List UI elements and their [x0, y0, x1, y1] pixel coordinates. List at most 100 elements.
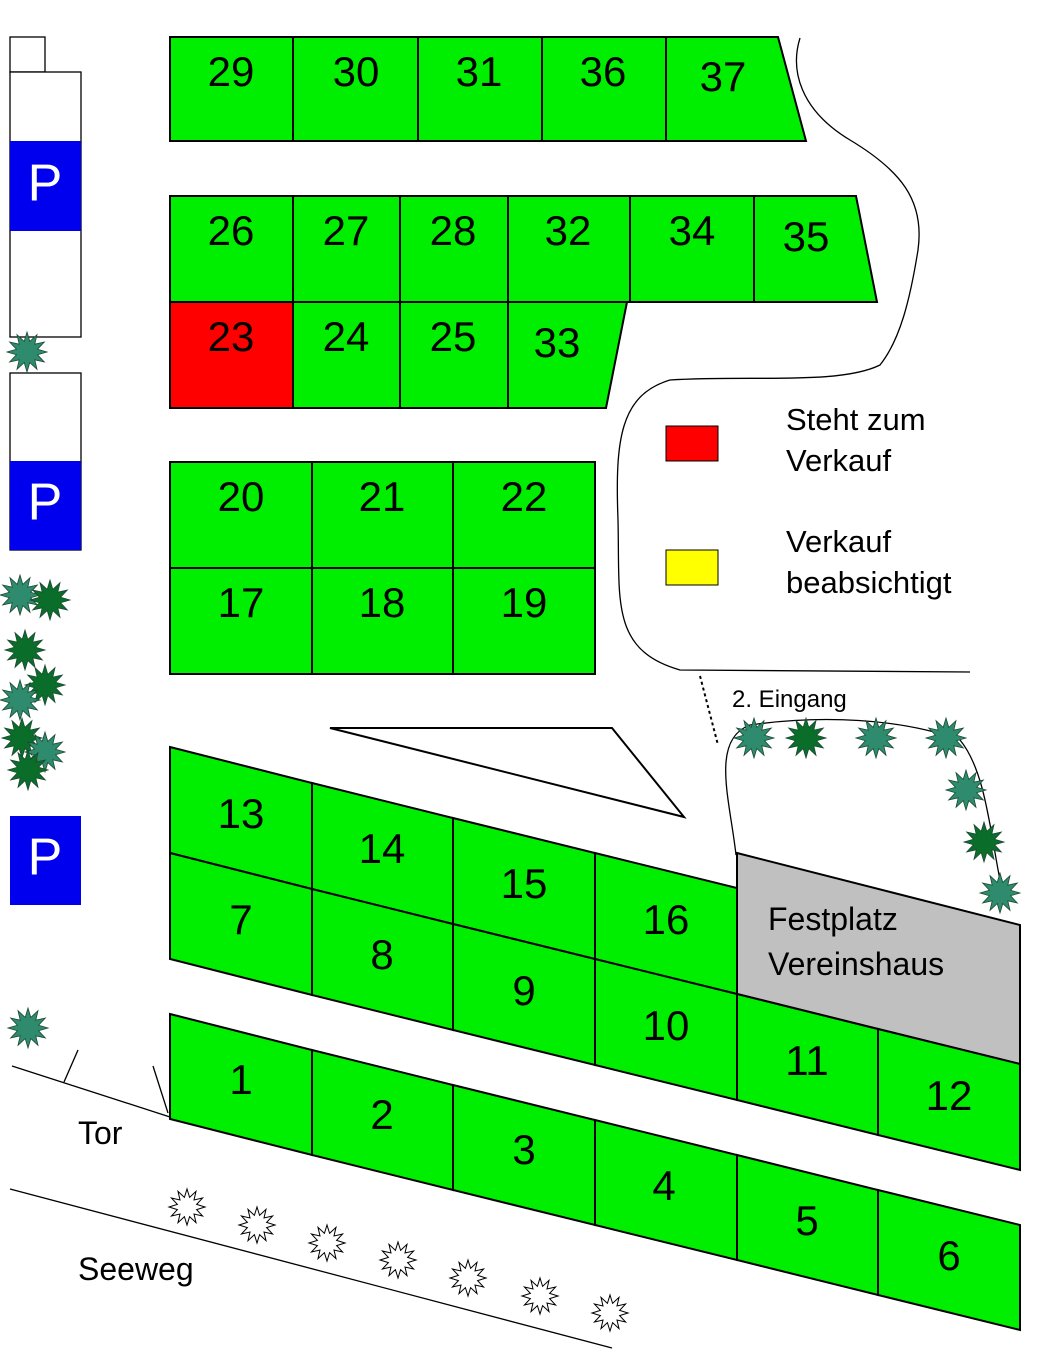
plot-34[interactable]: 34 — [629, 195, 755, 303]
clubhouse-path — [725, 718, 1001, 881]
plot-34-label: 34 — [669, 207, 716, 254]
plot-4[interactable]: 4 — [594, 1118, 738, 1262]
triangle-area — [329, 727, 687, 819]
plot-27[interactable]: 27 — [292, 195, 401, 303]
plot-25[interactable]: 25 — [399, 301, 509, 409]
shrub-icon — [307, 1223, 347, 1263]
plot-25-label: 25 — [430, 313, 477, 360]
plot-33-label: 33 — [534, 319, 581, 366]
plot-10[interactable]: 10 — [594, 957, 738, 1102]
festplatz-label: Festplatz — [768, 901, 898, 937]
footpath-line — [616, 37, 971, 673]
plot-33[interactable]: 33 — [507, 301, 629, 409]
shrub-icon — [448, 1258, 488, 1298]
plot-24[interactable]: 24 — [292, 301, 401, 409]
plot-32[interactable]: 32 — [507, 195, 631, 303]
tree-icon — [5, 330, 49, 374]
plot-12[interactable]: 12 — [877, 1027, 1021, 1172]
gate-label: Tor — [78, 1115, 123, 1151]
plot-29[interactable]: 29 — [169, 36, 294, 142]
parking-letter-1: P — [28, 155, 63, 213]
tree-icon — [784, 716, 828, 760]
plot-36[interactable]: 36 — [541, 36, 667, 142]
vereinshaus-label: Vereinshaus — [768, 946, 944, 982]
plot-26[interactable]: 26 — [169, 195, 294, 303]
plot-20[interactable]: 20 — [169, 461, 313, 569]
plot-2-label: 2 — [370, 1091, 393, 1138]
plot-14-label: 14 — [359, 825, 406, 872]
parking-letter-3: P — [28, 829, 63, 887]
plot-18[interactable]: 18 — [311, 567, 454, 675]
plot-5-label: 5 — [795, 1197, 818, 1244]
plot-35-label: 35 — [783, 213, 830, 260]
plot-31-label: 31 — [456, 48, 503, 95]
parking-sign-3[interactable]: P — [10, 816, 81, 905]
plot-18-label: 18 — [359, 579, 406, 626]
plot-13-label: 13 — [218, 790, 265, 837]
shrub-icon — [167, 1187, 207, 1227]
plot-13[interactable]: 13 — [169, 745, 313, 891]
tree-icon — [6, 1006, 50, 1050]
plot-7-label: 7 — [229, 896, 252, 943]
legend-for-sale-line2: Verkauf — [786, 443, 892, 478]
plot-23[interactable]: 23 — [169, 301, 294, 409]
parking-sign-1[interactable]: P — [10, 141, 81, 231]
tree-icon — [732, 716, 776, 760]
plot-5[interactable]: 5 — [736, 1153, 879, 1297]
tree-icon — [3, 628, 47, 672]
plot-29-label: 29 — [208, 48, 255, 95]
plot-2[interactable]: 2 — [311, 1048, 454, 1192]
tree-icon — [978, 871, 1022, 915]
tree-icon — [924, 716, 968, 760]
tree-icon — [23, 730, 67, 774]
trees — [0, 330, 1022, 1333]
plot-37[interactable]: 37 — [665, 36, 808, 142]
tree-icon — [0, 678, 42, 722]
plot-11-label: 11 — [785, 1037, 829, 1084]
plot-32-label: 32 — [545, 207, 592, 254]
plot-17[interactable]: 17 — [169, 567, 313, 675]
plot-8-label: 8 — [370, 931, 393, 978]
legend-swatch-for-sale — [665, 425, 719, 462]
plot-1[interactable]: 1 — [169, 1012, 313, 1157]
second-entrance-path — [699, 675, 719, 746]
plot-37-label: 37 — [700, 53, 747, 100]
plot-22[interactable]: 22 — [452, 461, 596, 569]
parking-sign-2[interactable]: P — [10, 461, 81, 550]
gate-road-lines — [9, 1049, 613, 1349]
plot-26-label: 26 — [208, 207, 255, 254]
plot-3-label: 3 — [512, 1126, 535, 1173]
shrub-icon — [520, 1276, 560, 1316]
plot-24-label: 24 — [323, 313, 370, 360]
legend-intended-line1: Verkauf — [786, 524, 892, 559]
plot-31[interactable]: 31 — [417, 36, 543, 142]
plot-35[interactable]: 35 — [753, 195, 879, 303]
legend-swatch-sale-intended — [665, 549, 719, 586]
plot-30-label: 30 — [333, 48, 380, 95]
seeweg-label: Seeweg — [78, 1251, 194, 1287]
plot-3[interactable]: 3 — [452, 1083, 596, 1227]
plot-28[interactable]: 28 — [399, 195, 509, 303]
legend: Steht zum Verkauf Verkauf beabsichtigt — [665, 402, 952, 600]
plot-9-label: 9 — [512, 967, 535, 1014]
tree-icon — [28, 578, 72, 622]
plot-16-label: 16 — [643, 896, 690, 943]
plot-23-label: 23 — [208, 313, 255, 360]
plot-21-label: 21 — [359, 473, 406, 520]
plot-16[interactable]: 16 — [594, 851, 738, 996]
plot-12-label: 12 — [926, 1072, 973, 1119]
plot-30[interactable]: 30 — [292, 36, 419, 142]
plot-19[interactable]: 19 — [452, 567, 596, 675]
plot-6-label: 6 — [937, 1232, 960, 1279]
plot-21[interactable]: 21 — [311, 461, 454, 569]
tree-icon — [962, 820, 1006, 864]
legend-for-sale-line1: Steht zum — [786, 402, 926, 437]
shrub-icon — [237, 1205, 277, 1245]
plot-1-label: 1 — [229, 1056, 252, 1103]
second-entrance-label: 2. Eingang — [732, 686, 847, 713]
plot-20-label: 20 — [218, 473, 265, 520]
plot-6[interactable]: 6 — [877, 1188, 1021, 1332]
plot-27-label: 27 — [323, 207, 370, 254]
plot-36-label: 36 — [580, 48, 627, 95]
